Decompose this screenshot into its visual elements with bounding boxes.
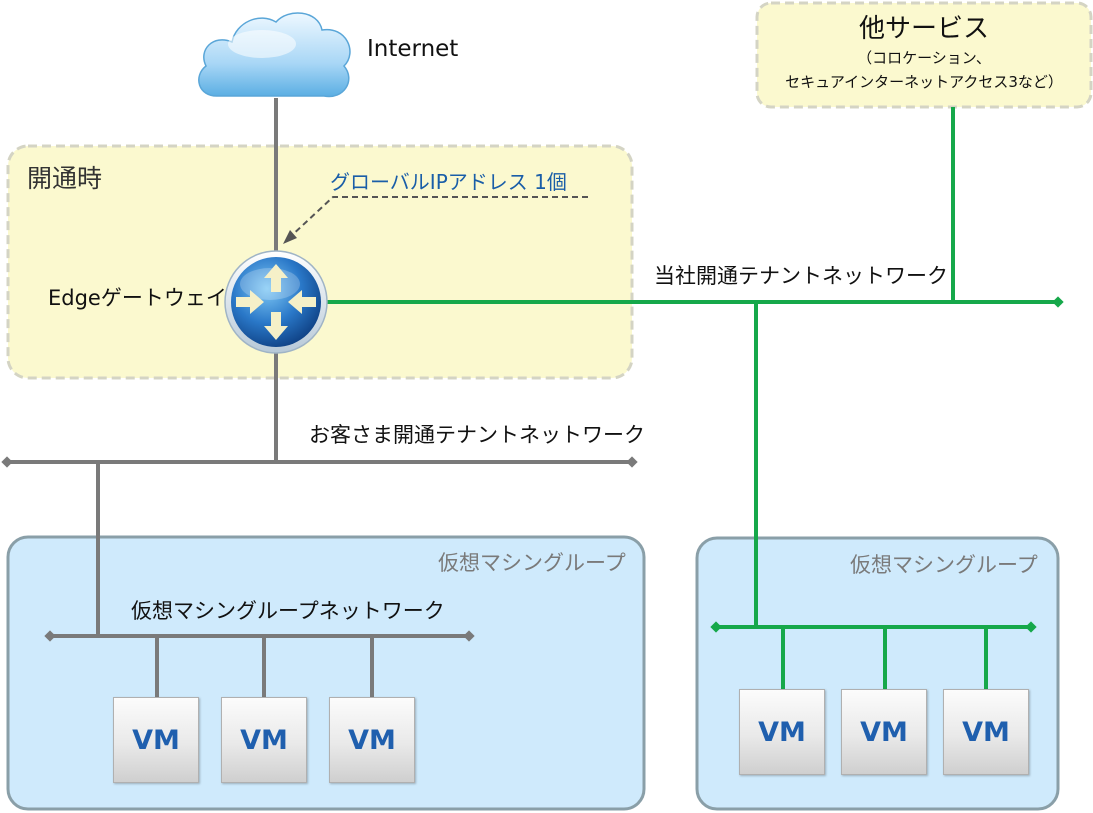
vm-group-left-title: 仮想マシングループ [438,551,626,575]
company-network-label: 当社開通テナントネットワーク [654,264,948,288]
vm-right-1: VM [739,689,825,775]
customer-network-right-endpoint [626,456,638,468]
right-vm-bus-right-endpoint [1025,621,1037,633]
vm-group-left-box [6,535,646,811]
global-ip-callout-arrow [283,230,297,244]
opening-zone-box [6,144,634,380]
vm-left-1: VM [113,697,199,783]
vm-group-network-left-endpoint [44,630,56,642]
customer-network-left-endpoint [1,456,13,468]
opening-zone-title: 開通時 [27,164,103,193]
other-services-line2: セキュアインターネットアクセス3など） [785,73,1063,91]
other-services-title: 他サービス [858,14,989,44]
cloud-icon [198,12,351,98]
vm-right-2: VM [841,689,927,775]
vm-group-right-title: 仮想マシングループ [850,553,1038,577]
edge-gateway-label: Edgeゲートウェイ [48,286,227,310]
vm-left-2: VM [221,697,307,783]
company-network-endpoint [1052,296,1064,308]
vm-right-3: VM [943,689,1029,775]
vm-left-3: VM [329,697,415,783]
router-icon [224,250,328,354]
right-vm-bus-left-endpoint [710,621,722,633]
customer-network-label: お客さま開通テナントネットワーク [309,423,645,447]
other-services-box [755,1,1093,109]
global-ip-callout-line [288,196,588,239]
internet-label: Internet [367,36,459,62]
vm-group-network-label: 仮想マシングループネットワーク [131,599,445,623]
other-services-line1: （コロケーション、 [857,49,991,67]
vm-group-network-right-endpoint [463,630,475,642]
global-ip-label: グローバルIPアドレス 1個 [330,170,567,194]
